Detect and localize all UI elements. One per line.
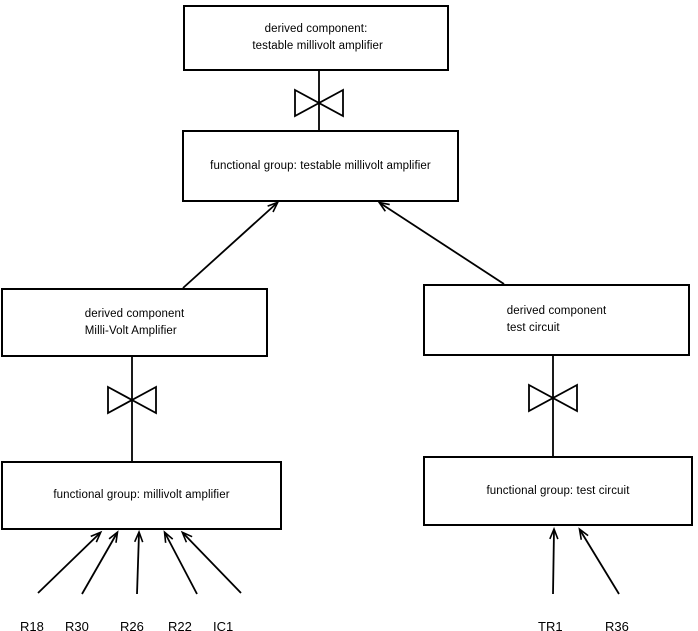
- node-label-derived-test-circuit: derived component test circuit: [506, 305, 607, 334]
- node-label-derived-mv-amp: derived component Milli-Volt Amplifier: [84, 307, 185, 337]
- aggregation-arrow-arrow-test-circuit-up: [377, 201, 505, 285]
- realization-links-group: [107, 71, 578, 461]
- leaf-label-r30: R30: [65, 619, 89, 631]
- bowtie-left-triangle-icon: [107, 385, 134, 415]
- leaf-label-r18: R18: [20, 619, 44, 631]
- leaf-label-ic1: IC1: [213, 619, 234, 631]
- aggregation-arrow-arrow-mv-amp-up: [182, 200, 280, 289]
- leaf-label-r22: R22: [168, 619, 192, 631]
- leaf-label-r26: R26: [120, 619, 144, 631]
- node-label-fg-testable-mv-amp: functional group: testable millivolt amp…: [210, 159, 431, 172]
- bowtie-left-triangle-icon: [294, 88, 321, 118]
- aggregation-arrows-group: [182, 200, 505, 289]
- bowtie-right-triangle-icon: [317, 88, 344, 118]
- node-box-derived-testable-mv-amp[interactable]: derived component: testable millivolt am…: [183, 5, 449, 71]
- realization-link-link-test-circuit[interactable]: [528, 356, 578, 456]
- leaf-arrow-line-leaf-arrow-r18: [37, 530, 103, 594]
- node-box-derived-mv-amp[interactable]: derived component Milli-Volt Amplifier: [1, 288, 268, 357]
- leaf-arrow-line-leaf-arrow-r30: [81, 530, 119, 595]
- node-box-fg-test-circuit[interactable]: functional group: test circuit: [423, 456, 693, 526]
- leaf-arrow-line-leaf-arrow-ic1: [180, 530, 242, 594]
- bowtie-right-triangle-icon: [130, 385, 157, 415]
- realization-link-link-testable[interactable]: [294, 71, 344, 130]
- bowtie-left-triangle-icon: [528, 383, 555, 413]
- node-label-derived-testable-mv-amp: derived component: testable millivolt am…: [252, 23, 383, 52]
- node-box-fg-testable-mv-amp[interactable]: functional group: testable millivolt amp…: [182, 130, 459, 202]
- leaf-arrow-line-leaf-arrow-tr1: [549, 526, 559, 595]
- bowtie-right-triangle-icon: [551, 383, 578, 413]
- leaf-label-tr1: TR1: [538, 619, 563, 631]
- leaf-arrows-group: [37, 526, 620, 595]
- realization-link-link-mv-amp[interactable]: [107, 357, 157, 461]
- leaf-arrow-line-leaf-arrow-r26: [133, 529, 144, 595]
- node-label-fg-mv-amp: functional group: millivolt amplifier: [53, 489, 230, 501]
- node-label-fg-test-circuit: functional group: test circuit: [486, 484, 630, 497]
- node-box-fg-mv-amp[interactable]: functional group: millivolt amplifier: [1, 461, 282, 530]
- leaf-label-r36: R36: [605, 619, 629, 631]
- leaf-arrow-line-leaf-arrow-r22: [163, 530, 198, 595]
- node-box-derived-test-circuit[interactable]: derived component test circuit: [423, 284, 690, 356]
- leaf-arrow-line-leaf-arrow-r36: [578, 527, 620, 595]
